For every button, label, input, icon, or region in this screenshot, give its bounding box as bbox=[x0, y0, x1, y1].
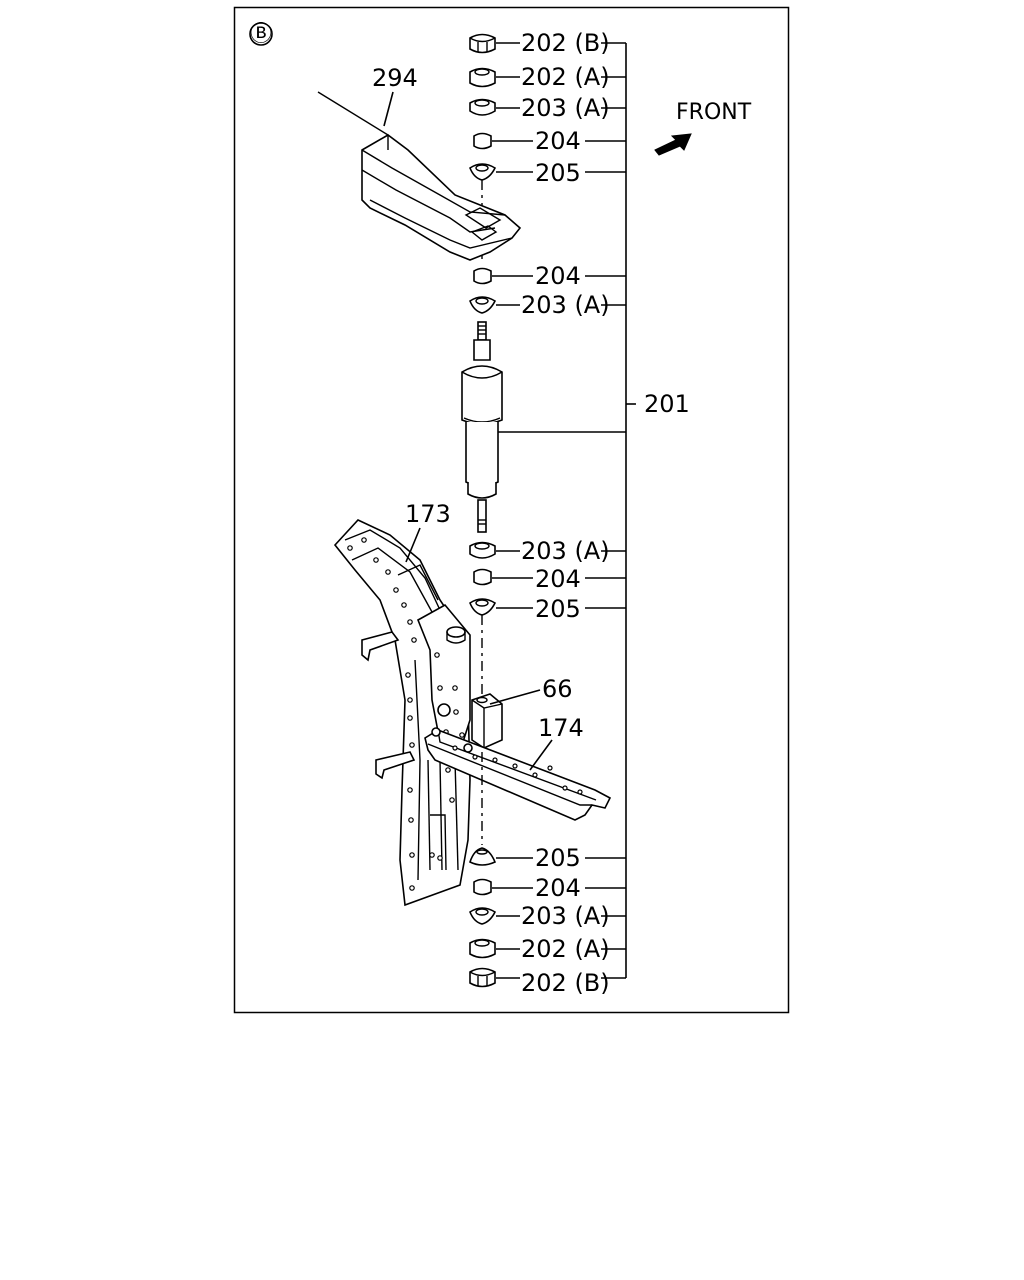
cup-205-bottom bbox=[469, 847, 497, 866]
label-204-top-b: 204 bbox=[535, 262, 581, 290]
bushing-204-bottom bbox=[473, 878, 492, 896]
bushing-204-mid bbox=[473, 267, 492, 285]
label-205-top: 205 bbox=[535, 159, 581, 187]
label-174: 174 bbox=[538, 714, 584, 742]
front-label: FRONT bbox=[676, 100, 752, 125]
bushing-204-top bbox=[473, 132, 492, 150]
cup-205-top bbox=[469, 163, 497, 181]
washer-203a-mid bbox=[469, 296, 497, 314]
label-202a-top: 202 (A) bbox=[521, 63, 610, 91]
label-203a-lower: 203 (A) bbox=[521, 537, 610, 565]
nut-202b-bottom bbox=[469, 967, 496, 988]
washer-203a-lower bbox=[469, 541, 496, 559]
view-marker: Ⓑ bbox=[249, 22, 273, 47]
label-203a-top: 203 (A) bbox=[521, 94, 610, 122]
bushing-204-lower bbox=[473, 568, 492, 586]
bracket-66 bbox=[471, 693, 503, 749]
crossmember-174 bbox=[424, 727, 612, 821]
shock-absorber bbox=[461, 321, 503, 533]
label-204-lower-a: 204 bbox=[535, 565, 581, 593]
nut-202a-bottom bbox=[469, 938, 496, 959]
cup-205-lower bbox=[469, 598, 497, 616]
label-204-bottom: 204 bbox=[535, 874, 581, 902]
diagram-frame bbox=[233, 6, 790, 1014]
label-202a-bottom: 202 (A) bbox=[521, 935, 610, 963]
label-294: 294 bbox=[372, 64, 418, 92]
label-204-top-a: 204 bbox=[535, 127, 581, 155]
label-203a-mid: 203 (A) bbox=[521, 291, 610, 319]
label-202b-bottom: 202 (B) bbox=[521, 969, 610, 997]
nut-202b-top bbox=[469, 33, 496, 54]
label-202b-top: 202 (B) bbox=[521, 29, 610, 57]
label-201: 201 bbox=[644, 390, 690, 418]
washer-203a-bottom bbox=[469, 907, 497, 925]
gusset-plate bbox=[416, 603, 471, 746]
front-arrow-icon bbox=[654, 133, 692, 156]
label-203a-bottom: 203 (A) bbox=[521, 902, 610, 930]
view-marker-letter: Ⓑ bbox=[250, 22, 272, 47]
label-66: 66 bbox=[542, 675, 573, 703]
label-205-lower-a: 205 bbox=[535, 595, 581, 623]
front-direction-indicator: FRONT bbox=[654, 100, 752, 156]
crossmember-294 bbox=[317, 91, 522, 261]
nut-202a-top bbox=[469, 67, 496, 88]
label-173: 173 bbox=[405, 500, 451, 528]
label-205-bottom: 205 bbox=[535, 844, 581, 872]
washer-203a-top bbox=[469, 98, 496, 116]
